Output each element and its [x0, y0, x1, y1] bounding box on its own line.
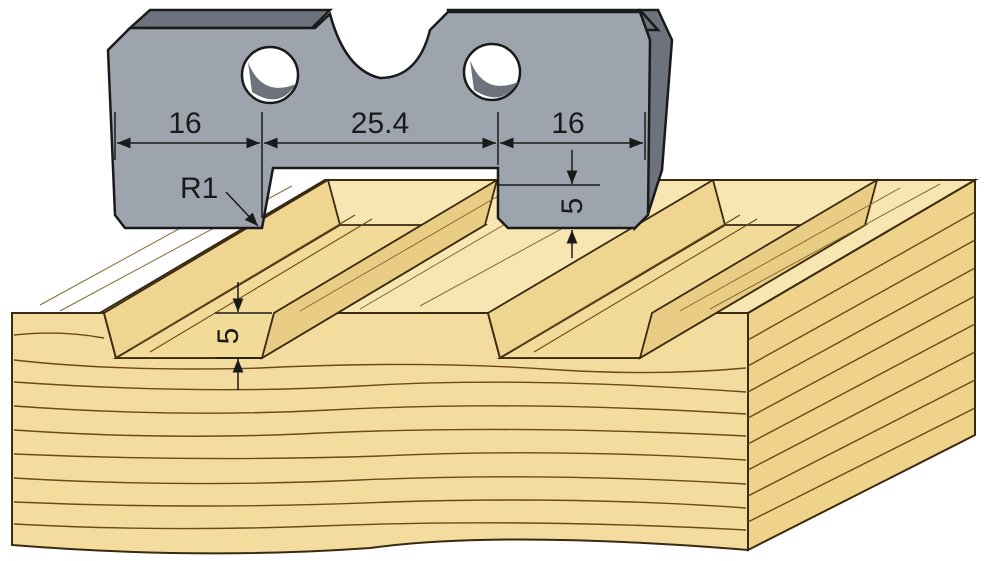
dim-radius: R1	[180, 172, 218, 205]
wood-front-face	[11, 312, 749, 555]
dim-right-width: 16	[551, 107, 584, 140]
dim-center-width: 25.4	[351, 107, 409, 140]
radius-leader	[225, 191, 259, 227]
wood-block	[11, 178, 979, 555]
profile-knife	[106, 8, 674, 232]
dimension-labels: 16 25.4 16 R1 5 5	[168, 107, 589, 344]
side-grain	[747, 211, 976, 523]
dim-knife-depth: 5	[556, 198, 589, 215]
dim-left-width: 16	[168, 107, 201, 140]
groove-left	[102, 178, 499, 360]
mounting-hole-right	[462, 42, 522, 102]
dimension-lines	[114, 112, 646, 390]
knife-top-bevel	[126, 8, 334, 30]
mounting-hole-left	[240, 45, 300, 105]
front-grain	[13, 332, 747, 531]
dim-groove-depth: 5	[212, 328, 245, 345]
